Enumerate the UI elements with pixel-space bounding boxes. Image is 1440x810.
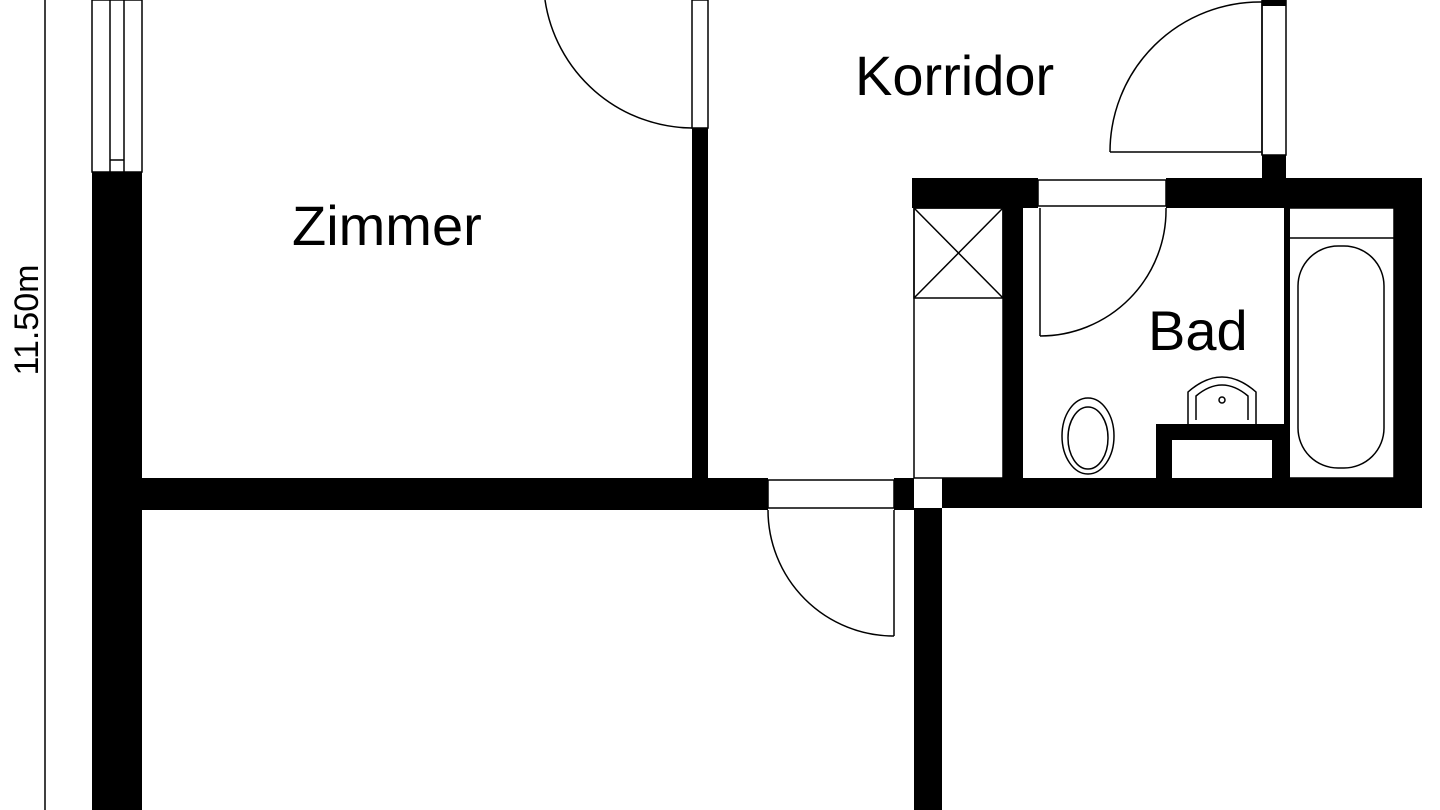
- wall-zimmer-bottom: [142, 478, 768, 510]
- room-label-korridor: Korridor: [855, 44, 1054, 107]
- door-swing-zimmer: [544, 0, 693, 129]
- room-label-bad: Bad: [1148, 299, 1248, 362]
- dimension-annotation: 11.50m: [8, 0, 46, 810]
- door-lower-room: [767, 509, 895, 637]
- bathroom-walls: [912, 178, 1422, 508]
- room-label-zimmer: Zimmer: [292, 194, 482, 257]
- window-left: [91, 0, 143, 173]
- wall-zimmer-korridor: [692, 128, 708, 480]
- toilet: [1061, 397, 1115, 475]
- door-jamb-zimmer: [691, 0, 709, 129]
- wall-lower-middle: [914, 508, 942, 810]
- shower-tray: [913, 207, 1004, 479]
- dimension-label: 11.50m: [8, 265, 46, 376]
- doorway-lower-room: [767, 479, 895, 509]
- exterior-wall-left: [92, 172, 142, 810]
- bathtub: [1287, 207, 1395, 479]
- wall-korridor-right-stub: [1262, 155, 1286, 180]
- wall-corridor-bottom: [894, 478, 914, 510]
- sink: [1156, 376, 1288, 480]
- door-bathroom: [1037, 179, 1167, 337]
- wall-bathtub-side: [1284, 208, 1290, 480]
- door-korridor: [1109, 0, 1287, 156]
